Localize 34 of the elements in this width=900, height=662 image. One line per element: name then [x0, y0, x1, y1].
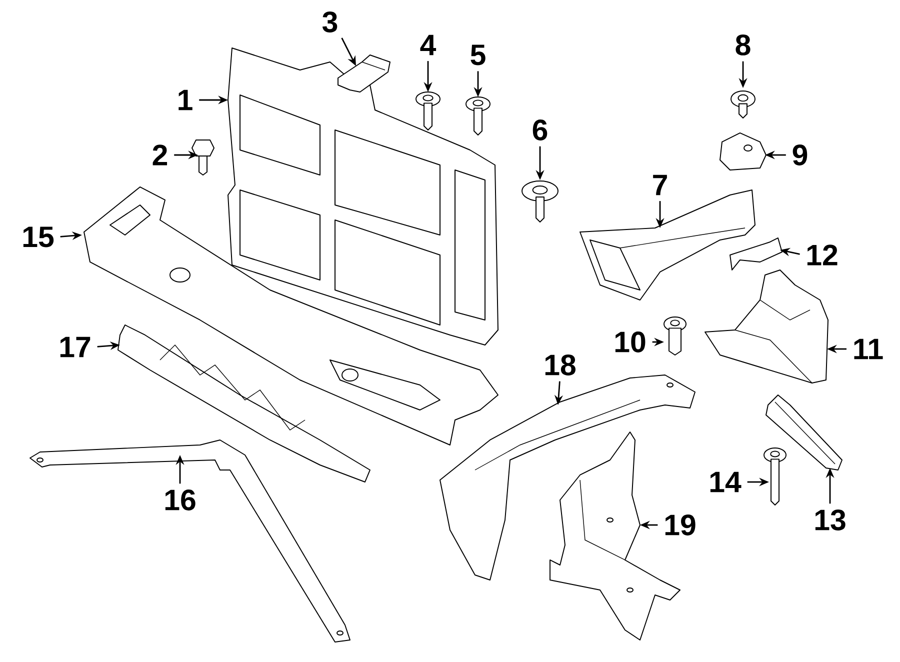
callout-number: 12 — [807, 244, 838, 266]
callout-number: 16 — [165, 490, 196, 510]
part-drawing — [192, 140, 214, 176]
part-drawing — [416, 92, 440, 130]
callout-number: 18 — [545, 354, 576, 376]
callout-number: 8 — [736, 34, 750, 56]
callout-number: 1 — [178, 90, 192, 110]
part-drawing — [30, 440, 350, 642]
callout-number: 5 — [470, 44, 486, 66]
part-drawing — [766, 394, 842, 470]
callout-number: 9 — [792, 144, 808, 166]
part-drawing — [764, 448, 786, 506]
part-drawing — [730, 90, 756, 118]
part-drawing — [522, 180, 558, 222]
callout-number: 4 — [420, 34, 436, 56]
part-drawing — [720, 132, 766, 170]
callout-number: 7 — [653, 174, 667, 196]
callout-number: 6 — [532, 120, 548, 140]
callout-number: 3 — [322, 12, 338, 32]
part-drawing — [440, 374, 696, 580]
callout-number: 14 — [710, 472, 742, 492]
part-drawing — [118, 324, 370, 482]
callout-number: 13 — [815, 510, 846, 530]
part-drawing — [664, 316, 686, 356]
part-drawing — [338, 54, 390, 92]
callout-number: 15 — [23, 226, 54, 248]
callout-number: 10 — [615, 332, 646, 352]
part-drawing — [730, 238, 782, 270]
callout-number: 17 — [60, 336, 90, 358]
callout-number: 11 — [854, 338, 883, 360]
callout-number: 19 — [665, 514, 696, 536]
part-drawing — [704, 270, 828, 384]
callout-number: 2 — [152, 144, 168, 166]
part-drawing — [466, 96, 490, 136]
